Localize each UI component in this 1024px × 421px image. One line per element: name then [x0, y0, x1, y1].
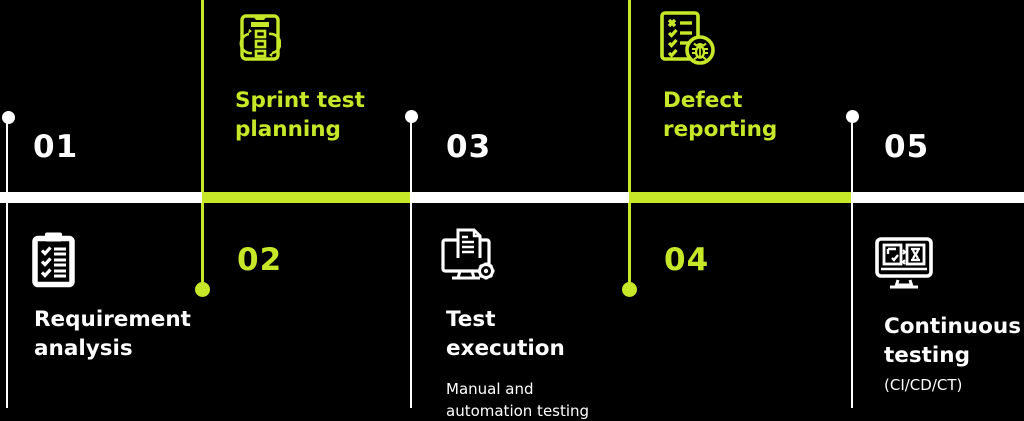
step2-connector-line [201, 0, 204, 289]
step5-connector-line [851, 117, 853, 408]
step5-milestone-dot [846, 110, 859, 123]
step2-label: Sprint test planning [235, 88, 365, 142]
timeline-segment-2 [202, 192, 410, 203]
step3-connector-line [410, 117, 412, 408]
step1-connector-line [6, 118, 8, 408]
step2-milestone-dot [195, 282, 210, 297]
step3-sublabel: Manual and automation testing [446, 380, 590, 420]
step1-number: 01 [33, 129, 79, 165]
step4-connector-line [628, 0, 631, 289]
step5-label: Continuous testing [884, 314, 1021, 368]
timeline-bar [0, 192, 1024, 203]
step3-milestone-dot [405, 110, 418, 123]
step3-label: Test execution [446, 307, 565, 361]
step4-milestone-dot [622, 282, 637, 297]
step1-label: Requirement analysis [34, 307, 191, 361]
step2-number: 02 [237, 242, 283, 278]
clipboard-checklist-icon [32, 231, 75, 288]
timeline-segment-5 [851, 192, 1024, 203]
monitor-document-gear-icon [440, 227, 498, 285]
step1-milestone-dot [2, 111, 15, 124]
clipboard-flowchart-icon [239, 10, 281, 62]
timeline-segment-1 [0, 192, 202, 203]
checklist-bug-magnifier-icon [658, 9, 716, 67]
step5-sublabel: (CI/CD/CT) [884, 376, 963, 394]
step4-number: 04 [664, 242, 710, 278]
step5-number: 05 [884, 129, 930, 165]
step4-label: Defect reporting [663, 88, 778, 142]
step3-number: 03 [446, 129, 492, 165]
monitor-code-sync-icon [874, 236, 934, 291]
timeline-segment-3 [410, 192, 629, 203]
timeline-segment-4 [629, 192, 851, 203]
